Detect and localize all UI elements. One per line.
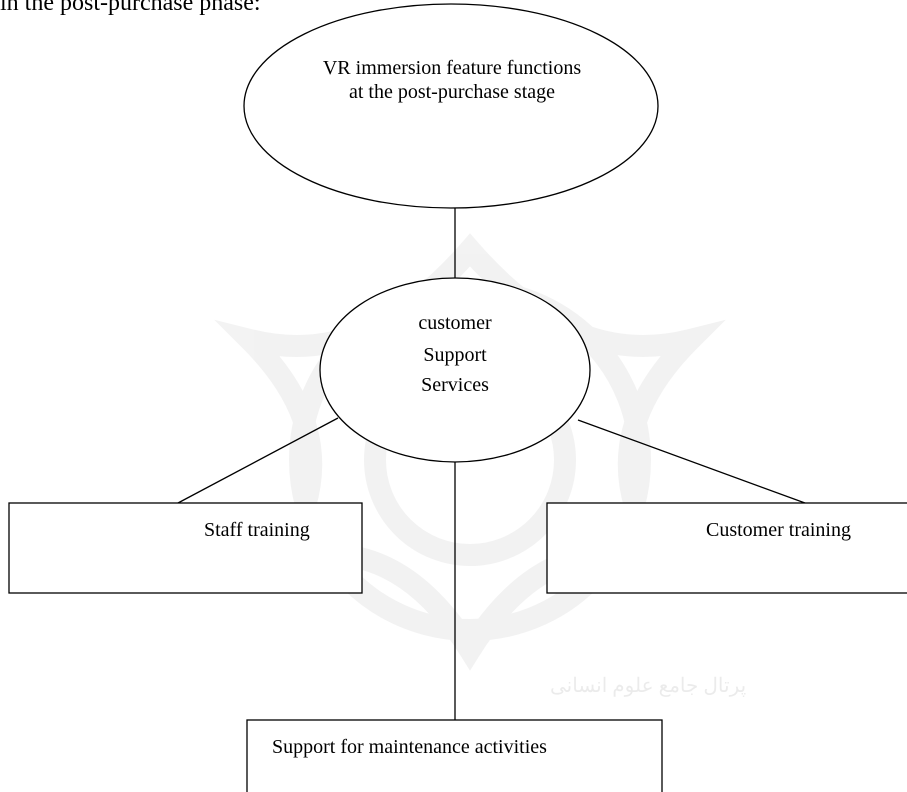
staff-training-box bbox=[8, 502, 363, 594]
intro-text: in the post-purchase phase: bbox=[0, 0, 261, 16]
maintenance-box bbox=[246, 719, 663, 792]
connector-center-staff bbox=[177, 417, 339, 504]
connector-center-customer bbox=[577, 419, 806, 504]
maintenance-label: Support for maintenance activities bbox=[272, 736, 547, 758]
top-ellipse bbox=[243, 3, 659, 209]
watermark-text: پرتال جامع علوم انسانی bbox=[550, 675, 747, 697]
center-node-label-line3: Services bbox=[421, 374, 489, 396]
center-ellipse bbox=[319, 277, 591, 463]
watermark-text-area: پرتال جامع علوم انسانی bbox=[210, 220, 750, 740]
customer-training-label: Customer training bbox=[706, 519, 851, 541]
top-node-label: VR immersion feature functions at the po… bbox=[322, 57, 582, 103]
staff-training-label: Staff training bbox=[204, 519, 310, 541]
center-node-label-line2: Support bbox=[423, 344, 487, 366]
center-node-label-line1: customer bbox=[418, 312, 492, 334]
customer-training-box bbox=[546, 502, 907, 594]
